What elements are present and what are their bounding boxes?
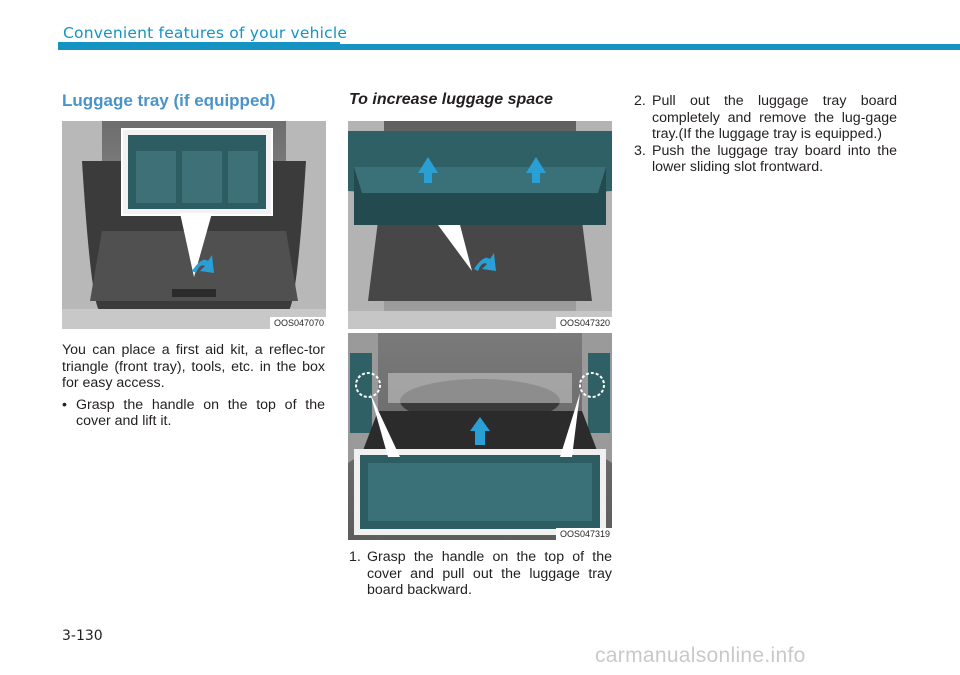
step-text: Push the luggage tray board into the low… [652, 142, 897, 176]
step-text: Grasp the handle on the top of the cover… [367, 549, 612, 599]
step-number: 3. [634, 142, 646, 159]
photo-code: OOS047320 [555, 317, 612, 329]
step-text: Pull out the luggage tray board complete… [652, 93, 897, 143]
photo-code: OOS047319 [555, 528, 612, 540]
right-body-text: 2. Pull out the luggage tray board compl… [634, 93, 897, 176]
left-bullet: • Grasp the handle on the top of the cov… [62, 397, 325, 430]
header-rule [58, 44, 960, 50]
header-title: Convenient features of your vehicle [63, 24, 348, 42]
step-number: 2. [634, 93, 646, 109]
section-title: Luggage tray (if equipped) [62, 91, 276, 110]
pull-out-board-photo: OOS047320 [348, 121, 612, 329]
photo-code: OOS047070 [269, 317, 326, 329]
page-number: 3-130 [62, 628, 103, 644]
step-3: 3. Push the luggage tray board into the … [634, 143, 897, 176]
luggage-tray-photo: OOS047070 [62, 121, 326, 329]
watermark: carmanualsonline.info [595, 644, 806, 667]
remove-tray-photo: OOS047319 [348, 333, 612, 540]
header-rule-accent [58, 42, 340, 50]
step-2: 2. Pull out the luggage tray board compl… [634, 93, 897, 143]
left-paragraph: You can place a first aid kit, a reflec-… [62, 342, 325, 392]
left-body-text: You can place a first aid kit, a reflec-… [62, 342, 325, 430]
step-number: 1. [349, 549, 361, 565]
subsection-title: To increase luggage space [349, 91, 553, 108]
step-1: 1. Grasp the handle on the top of the co… [349, 549, 612, 599]
middle-body-text: 1. Grasp the handle on the top of the co… [349, 549, 612, 599]
bullet-text: Grasp the handle on the top of the cover… [76, 396, 325, 430]
bullet-symbol: • [62, 396, 67, 413]
